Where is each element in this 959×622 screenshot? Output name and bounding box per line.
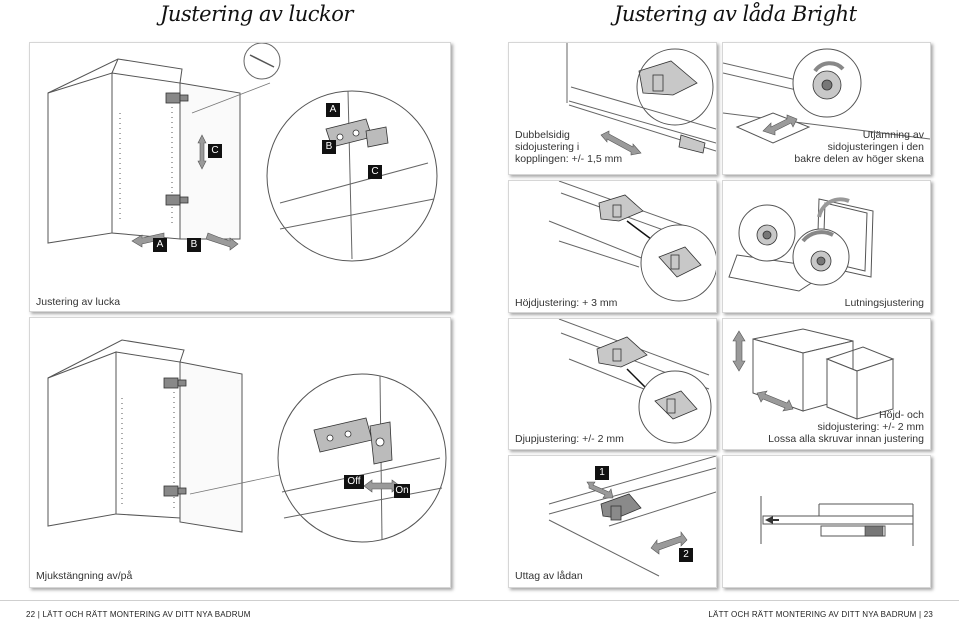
- footer-right-page-number: 23: [923, 610, 933, 619]
- footer-right: LÄTT OCH RÄTT MONTERING AV DITT NYA BADR…: [708, 610, 933, 619]
- caption-tilt: Lutningsjustering: [844, 297, 924, 309]
- label-step-1: 1: [595, 466, 609, 480]
- label-off: Off: [344, 475, 364, 489]
- panel-coupling: Dubbelsidig sidojustering i kopplingen: …: [508, 42, 717, 175]
- caption-coupling: Dubbelsidig sidojustering i kopplingen: …: [515, 129, 623, 165]
- footer-right-text: LÄTT OCH RÄTT MONTERING AV DITT NYA BADR…: [708, 610, 917, 619]
- label-a-hinge: A: [326, 103, 340, 117]
- door-adjustment-illustration: [47, 43, 438, 262]
- panel-rear-rail: Utjämning av sidojusteringen i den bakre…: [722, 42, 931, 175]
- footer-divider: [0, 600, 959, 601]
- panel-soft-close: Off On Mjukstängning av/på: [29, 317, 451, 588]
- caption-rear-rail: Utjämning av sidojusteringen i den bakre…: [794, 129, 924, 165]
- footer-left-text: LÄTT OCH RÄTT MONTERING AV DITT NYA BADR…: [42, 610, 251, 619]
- height-side-illustration: [732, 328, 895, 420]
- caption-remove-drawer: Uttag av lådan: [515, 570, 583, 582]
- rear-rail-illustration: [723, 48, 930, 144]
- footer-left-separator: |: [37, 610, 41, 619]
- label-on: On: [394, 484, 410, 498]
- label-c-cabinet: C: [208, 144, 222, 158]
- panel-door-adjustment: C A B A B C Justering av lucka: [29, 42, 451, 312]
- footer-left-page-number: 22: [26, 610, 36, 619]
- label-step-2: 2: [679, 548, 693, 562]
- caption-height: Höjdjustering: + 3 mm: [515, 297, 618, 309]
- caption-depth: Djupjustering: +/- 2 mm: [515, 433, 624, 445]
- soft-close-illustration: [47, 339, 447, 543]
- panel-depth: Djupjustering: +/- 2 mm: [508, 318, 717, 450]
- remove-detail-illustration: [760, 496, 914, 546]
- label-b-arrow: B: [187, 238, 201, 252]
- caption-door-adjustment: Justering av lucka: [36, 296, 121, 308]
- caption-soft-close: Mjukstängning av/på: [36, 570, 133, 582]
- left-page-title: Justering av luckor: [160, 2, 353, 26]
- panel-tilt: Lutningsjustering: [722, 180, 931, 313]
- panel-remove-detail: [722, 455, 931, 588]
- panel-height: Höjdjustering: + 3 mm: [508, 180, 717, 313]
- depth-illustration: [558, 319, 712, 444]
- remove-drawer-illustration: [548, 456, 716, 577]
- right-page-title: Justering av låda Bright: [614, 2, 857, 26]
- label-b-hinge: B: [322, 140, 336, 154]
- coupling-illustration: [566, 43, 716, 156]
- label-a-arrow: A: [153, 238, 167, 252]
- label-c-hinge: C: [368, 165, 382, 179]
- panel-height-side: Höjd- och sidojustering: +/- 2 mm Lossa …: [722, 318, 931, 450]
- footer-right-separator: |: [918, 610, 922, 619]
- panel-remove-drawer: 1 2 Uttag av lådan: [508, 455, 717, 588]
- caption-height-side: Höjd- och sidojustering: +/- 2 mm Lossa …: [768, 409, 924, 445]
- tilt-illustration: [728, 197, 874, 292]
- footer-left: 22 | LÄTT OCH RÄTT MONTERING AV DITT NYA…: [26, 610, 251, 619]
- height-illustration: [548, 181, 716, 302]
